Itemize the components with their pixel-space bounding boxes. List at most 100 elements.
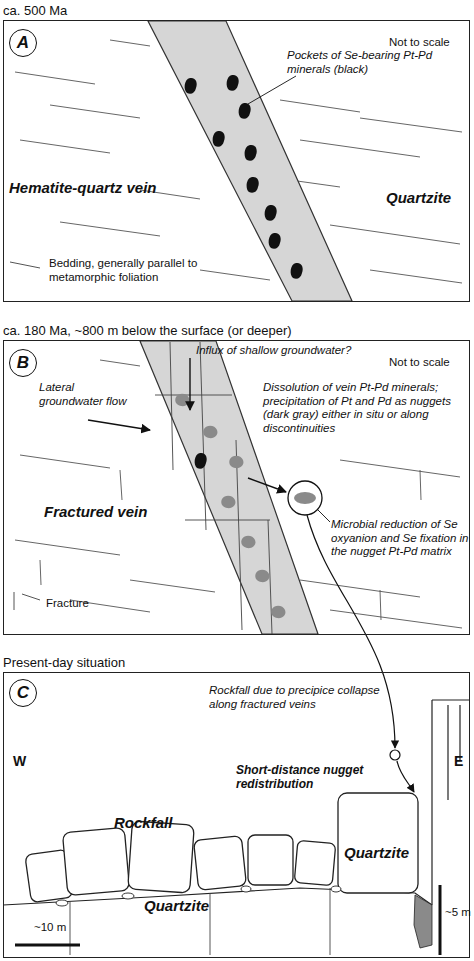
bedrock-fractures xyxy=(70,902,71,955)
panel-b: ca. 180 Ma, ~800 m below the surface (or… xyxy=(3,340,470,635)
rockfall-blocks xyxy=(194,836,247,891)
vein-fractures xyxy=(170,342,173,470)
legend-label: Fracture xyxy=(46,597,126,611)
unit-label: Hematite-quartz vein xyxy=(9,179,179,196)
vein-fractures xyxy=(236,440,242,630)
callout-label: Influx of shallow groundwater? xyxy=(196,344,396,358)
fracture-lines xyxy=(40,560,41,585)
bedrock-fractures xyxy=(70,888,330,955)
fracture-lines xyxy=(120,470,122,500)
scale-bar xyxy=(439,885,442,955)
pt-pd-pockets xyxy=(227,75,239,91)
vein-fractures xyxy=(155,342,272,634)
pebbles xyxy=(331,886,341,892)
bedding-legend-sample xyxy=(22,594,40,600)
scale-note: Not to scale xyxy=(389,36,469,50)
pt-pd-nuggets xyxy=(255,570,269,582)
cliff xyxy=(432,700,470,905)
pt-pd-pockets xyxy=(245,145,257,161)
callout-label: Pockets of Se-bearing Pt-Pd minerals (bl… xyxy=(287,49,462,76)
bedding-lines xyxy=(50,105,140,118)
bedding-lines xyxy=(330,225,460,244)
pt-pd-nuggets xyxy=(203,426,217,438)
pt-pd-nuggets xyxy=(271,606,285,618)
pt-pd-pockets xyxy=(269,233,281,249)
scale-label: ~10 m xyxy=(34,921,94,934)
bedding-lines xyxy=(300,580,420,597)
rockfall-blocks xyxy=(128,821,195,893)
panel-heading: Present-day situation xyxy=(3,655,303,670)
panel-heading: ca. 180 Ma, ~800 m below the surface (or… xyxy=(3,323,463,338)
bedding-lines xyxy=(280,100,360,112)
bedding-lines xyxy=(15,540,120,555)
direction-label: E xyxy=(454,753,474,769)
bedding-legend-sample xyxy=(10,262,40,268)
panel-letter: A xyxy=(9,29,37,57)
scale-label: ~5 m xyxy=(445,906,474,919)
unit-label: Quartzite xyxy=(144,897,224,914)
panel-heading: ca. 500 Ma xyxy=(3,3,303,18)
panel-a: ca. 500 MaANot to scalePockets of Se-bea… xyxy=(3,20,470,302)
direction-label: W xyxy=(13,753,33,769)
unit-label: Quartzite xyxy=(386,189,466,206)
vein-fractures xyxy=(185,520,270,521)
bedding-lines xyxy=(300,140,420,157)
unit-label: Rockfall xyxy=(114,814,214,831)
bedding-lines xyxy=(130,580,215,592)
scale-bar xyxy=(15,944,80,947)
lateral-flow-arrow xyxy=(88,420,150,430)
fracture-legend-sample xyxy=(14,592,15,610)
rockfall-blocks xyxy=(248,835,293,885)
bedding-lines xyxy=(330,610,462,628)
callout-label: Microbial reduction of Se oxyanion and S… xyxy=(331,518,471,559)
cliff xyxy=(431,700,432,905)
panel-letter: C xyxy=(9,679,37,707)
rockfall-blocks xyxy=(62,827,129,895)
callout-label: Rockfall due to precipice collapse along… xyxy=(209,684,389,711)
unit-label: Quartzite xyxy=(344,844,424,861)
pebbles xyxy=(241,886,251,892)
redistribution-arrow xyxy=(397,761,414,792)
pt-pd-pockets xyxy=(185,75,303,279)
pebbles xyxy=(122,893,134,899)
bedding-lines xyxy=(360,118,462,132)
bedding-lines xyxy=(340,460,460,477)
bedding-lines xyxy=(100,360,140,366)
pt-pd-pockets xyxy=(239,103,251,119)
callout-label: Lateral groundwater flow xyxy=(39,381,139,408)
remnant-pocket xyxy=(195,453,207,469)
pt-pd-pockets xyxy=(213,131,225,147)
precipitation-arrow xyxy=(248,478,286,492)
pt-pd-pockets xyxy=(265,205,277,221)
bedrock-fractures xyxy=(210,893,211,955)
bedding-lines xyxy=(15,72,95,84)
pt-pd-nuggets xyxy=(229,456,243,468)
cliff xyxy=(447,705,448,800)
vein-fractures xyxy=(155,395,232,396)
bedding-lines xyxy=(110,40,150,46)
cliff xyxy=(432,699,470,700)
fracture-lines xyxy=(380,590,381,620)
nugget-detail-circle xyxy=(288,481,322,515)
bedding-lines xyxy=(200,270,270,280)
leader-line xyxy=(248,76,296,104)
nugget-origin-circle xyxy=(390,750,400,760)
pt-pd-pockets xyxy=(247,177,259,193)
bedrock-fractures xyxy=(330,888,331,955)
scale-note: Not to scale xyxy=(389,356,469,370)
influx-arrow xyxy=(189,358,190,410)
unit-label: Fractured vein xyxy=(44,503,184,520)
cliff xyxy=(459,705,460,760)
pt-pd-nuggets xyxy=(175,394,189,406)
rockfall-blocks xyxy=(338,793,418,893)
bedding-lines xyxy=(60,222,160,236)
pt-pd-nuggets xyxy=(241,536,255,548)
bedding-lines xyxy=(370,270,462,283)
panel-letter: B xyxy=(9,349,37,377)
pt-pd-pockets xyxy=(185,78,197,94)
pt-pd-nuggets xyxy=(221,496,235,508)
nugget-accumulation xyxy=(414,895,432,948)
legend-label: Bedding, generally parallel to metamorph… xyxy=(49,257,249,284)
pebbles xyxy=(56,900,68,906)
